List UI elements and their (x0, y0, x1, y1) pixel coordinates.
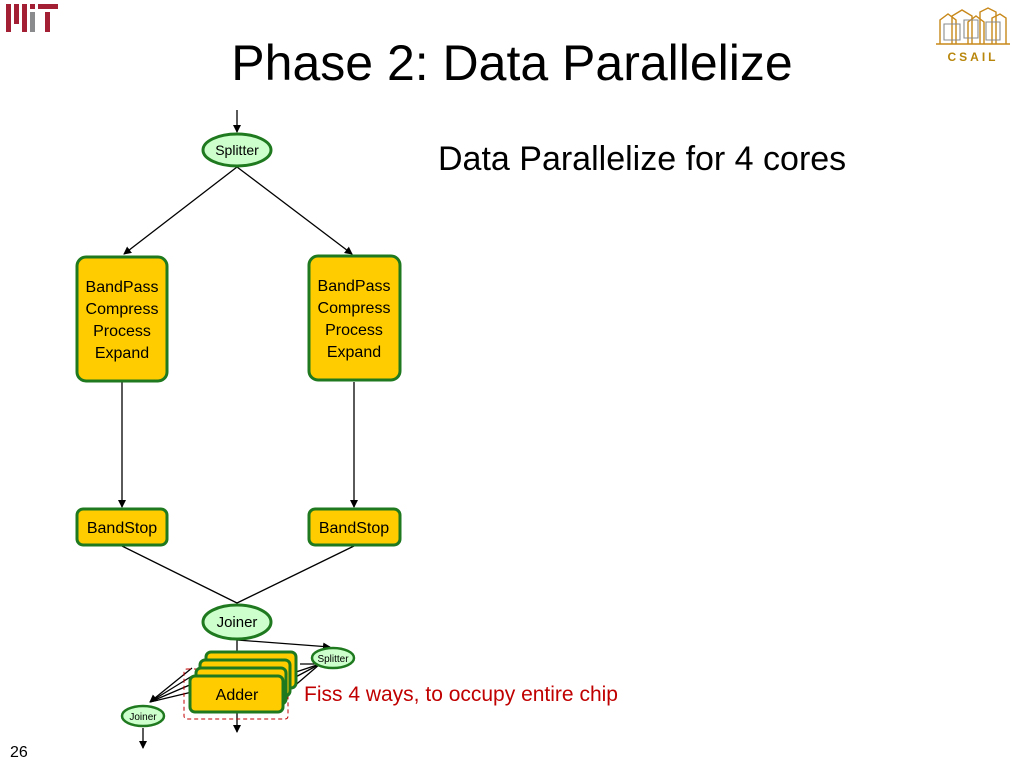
filter-left-line-1: BandPass (86, 279, 159, 296)
filter-right: BandPass Compress Process Expand (307, 254, 402, 382)
filter-right-line-4: Expand (327, 344, 381, 361)
adder-stack: Adder (188, 650, 298, 714)
joiner-node: Joiner (201, 603, 273, 641)
small-joiner-node: Joiner (120, 704, 166, 728)
small-splitter-node: Splitter (310, 646, 356, 670)
splitter-label: Splitter (215, 142, 259, 158)
filter-left-line-4: Expand (95, 345, 149, 362)
bandstop-right: BandStop (307, 507, 402, 547)
slide-number: 26 (10, 744, 28, 761)
slide-title: Phase 2: Data Parallelize (231, 35, 793, 91)
splitter-node: Splitter (201, 132, 273, 168)
adder-label: Adder (216, 687, 259, 704)
bandstop-right-label: BandStop (319, 520, 389, 537)
filter-right-line-2: Compress (318, 300, 391, 317)
csail-logo: CSAIL (936, 7, 1010, 64)
bandstop-left-label: BandStop (87, 520, 157, 537)
small-splitter-label: Splitter (317, 654, 349, 665)
fission-annotation: Fiss 4 ways, to occupy entire chip (304, 683, 618, 706)
small-joiner-label: Joiner (129, 712, 157, 723)
bandstop-left: BandStop (75, 507, 169, 547)
filter-left-line-2: Compress (86, 301, 159, 318)
filter-left: BandPass Compress Process Expand (75, 255, 169, 383)
filter-right-line-1: BandPass (318, 278, 391, 295)
filter-right-line-3: Process (325, 322, 383, 339)
joiner-label: Joiner (217, 614, 258, 631)
filter-left-line-3: Process (93, 323, 151, 340)
mit-logo (6, 4, 58, 32)
svg-text:CSAIL: CSAIL (948, 50, 999, 64)
graph-edges (118, 110, 358, 749)
slide-subtitle: Data Parallelize for 4 cores (438, 140, 847, 178)
